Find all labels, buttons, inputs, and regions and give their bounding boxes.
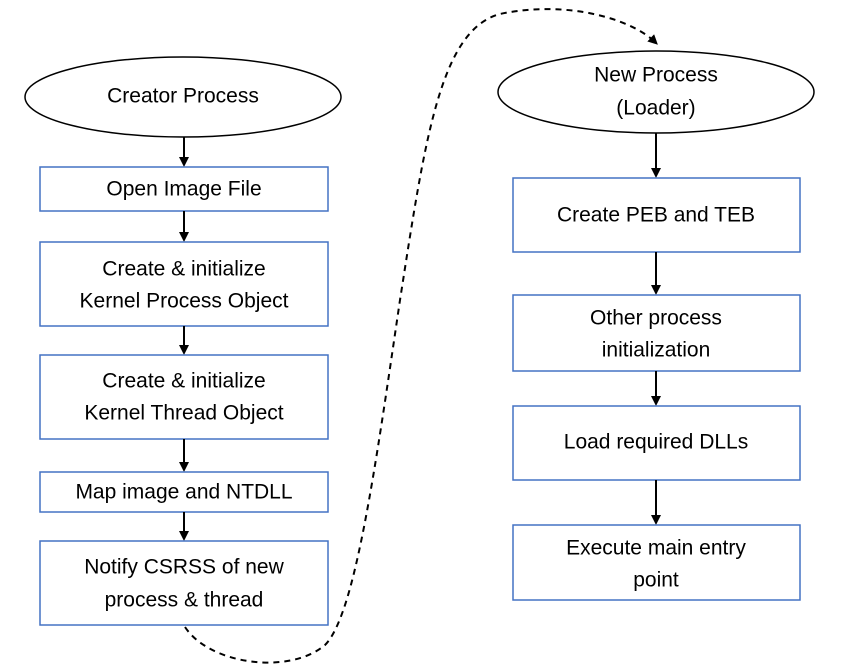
step-other-process-initialization-line2: initialization: [602, 339, 711, 362]
step-open-image-file-label: Open Image File: [106, 178, 261, 201]
step-other-process-initialization-line1: Other process: [590, 307, 722, 330]
dashed-handoff-connector: [184, 8, 658, 664]
step-kernel-thread-object-line1: Create & initialize: [102, 370, 265, 393]
new-process-title-line2: (Loader): [616, 97, 695, 120]
step-notify-csrss-line1: Notify CSRSS of new: [84, 556, 284, 579]
new-process-column: New Process (Loader) Create PEB and TEB …: [497, 50, 815, 601]
step-execute-main-entry-point-line2: point: [633, 569, 679, 592]
step-kernel-process-object: [39, 241, 329, 327]
step-execute-main-entry-point: [512, 524, 801, 601]
step-notify-csrss-line2: process & thread: [105, 589, 264, 612]
step-open-image-file: [39, 166, 329, 212]
step-other-process-initialization: [512, 294, 801, 372]
step-notify-csrss: [39, 540, 329, 626]
step-map-image-ntdll-label: Map image and NTDLL: [75, 481, 292, 504]
step-kernel-thread-object-line2: Kernel Thread Object: [84, 402, 283, 425]
step-create-peb-teb: [512, 177, 801, 253]
step-kernel-process-object-line2: Kernel Process Object: [80, 290, 289, 313]
step-kernel-process-object-line1: Create & initialize: [102, 258, 265, 281]
step-execute-main-entry-point-line1: Execute main entry: [566, 537, 746, 560]
new-process-title-line1: New Process: [594, 64, 718, 87]
step-create-peb-teb-label: Create PEB and TEB: [557, 204, 755, 227]
creator-process-title: Creator Process: [107, 85, 259, 108]
step-kernel-thread-object: [39, 354, 329, 440]
step-load-required-dlls-label: Load required DLLs: [564, 431, 748, 454]
creator-process-column: Creator Process Open Image File Create &…: [24, 56, 342, 626]
